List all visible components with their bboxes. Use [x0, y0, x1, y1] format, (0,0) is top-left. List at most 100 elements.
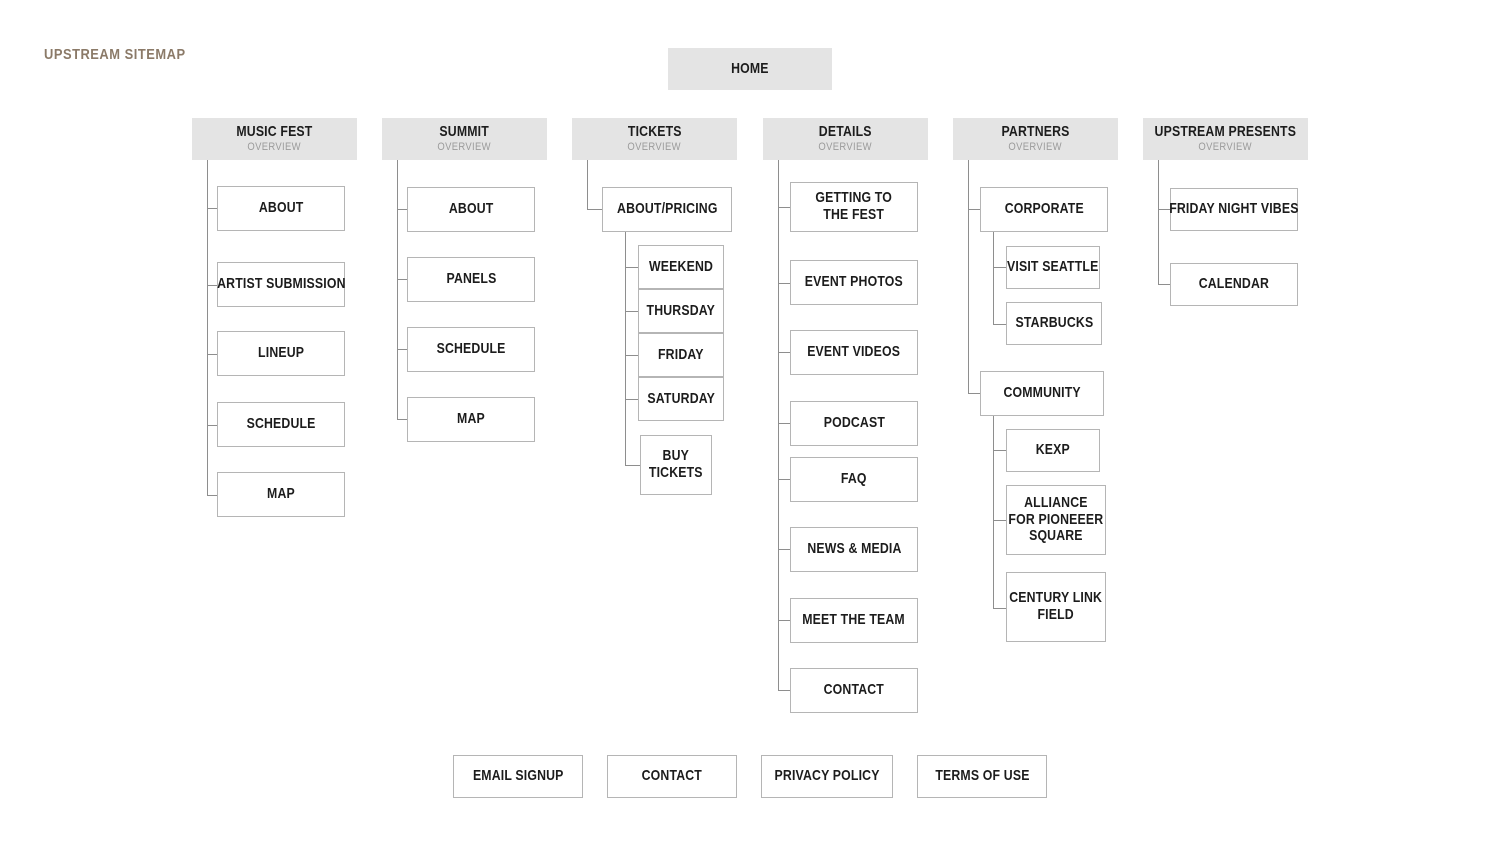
footer-item-privacy-policy[interactable]: PRIVACY POLICY [761, 755, 893, 798]
node-upstream-presents-friday-night-vibes[interactable]: FRIDAY NIGHT VIBES [1169, 188, 1299, 231]
connector-branch [778, 352, 790, 353]
section-header-summit[interactable]: SUMMIT OVERVIEW [382, 118, 547, 160]
node-label: FRIDAY [658, 345, 704, 363]
node-label: EVENT PHOTOS [804, 273, 904, 291]
section-subtitle-summit: OVERVIEW [437, 140, 492, 153]
node-partners-starbucks[interactable]: STARBUCKS [1006, 302, 1102, 345]
node-partners-corporate[interactable]: CORPORATE [980, 187, 1108, 232]
node-music-fest-map[interactable]: MAP [217, 472, 345, 517]
footer-item-contact[interactable]: CONTACT [607, 755, 737, 798]
node-label: STARBUCKS [1015, 314, 1093, 332]
connector-branch [397, 349, 408, 350]
node-summit-map[interactable]: MAP [407, 397, 535, 442]
footer-item-label: PRIVACY POLICY [774, 767, 880, 785]
footer-item-terms-of-use[interactable]: TERMS OF USE [917, 755, 1047, 798]
node-label: THURSDAY [646, 301, 716, 319]
node-details-podcast[interactable]: PODCAST [790, 401, 918, 446]
node-music-fest-artist-submission[interactable]: ARTIST SUBMISSION [217, 262, 345, 307]
connector-branch [778, 690, 790, 691]
node-tickets-thursday[interactable]: THURSDAY [638, 289, 724, 333]
connector-branch [207, 354, 218, 355]
connector-branch [207, 285, 218, 286]
node-label: ABOUT [258, 199, 304, 217]
section-subtitle-partners: OVERVIEW [1008, 140, 1063, 153]
connector-trunk-details [778, 160, 779, 690]
node-tickets-saturday[interactable]: SATURDAY [638, 377, 724, 421]
node-details-news-media[interactable]: NEWS & MEDIA [790, 527, 918, 572]
section-subtitle-tickets: OVERVIEW [627, 140, 682, 153]
connector-branch [1158, 209, 1170, 210]
section-header-partners[interactable]: PARTNERS OVERVIEW [953, 118, 1118, 160]
connector-branch [993, 267, 1006, 268]
node-tickets-about-pricing[interactable]: ABOUT/PRICING [602, 187, 732, 232]
connector-branch [625, 399, 638, 400]
node-details-event-photos[interactable]: EVENT PHOTOS [790, 260, 918, 305]
section-title-details: DETAILS [819, 123, 872, 141]
node-label: BUY TICKETS [649, 447, 703, 481]
node-label: CENTURY LINK FIELD [1009, 589, 1103, 623]
node-tickets-weekend[interactable]: WEEKEND [638, 245, 724, 289]
node-details-meet-the-team[interactable]: MEET THE TEAM [790, 598, 918, 643]
node-music-fest-about[interactable]: ABOUT [217, 186, 345, 231]
node-label: COMMUNITY [1003, 384, 1081, 402]
node-label: NEWS & MEDIA [806, 540, 902, 558]
footer-item-email-signup[interactable]: EMAIL SIGNUP [453, 755, 583, 798]
node-label: VISIT SEATTLE [1007, 258, 1099, 276]
connector-branch [993, 520, 1006, 521]
section-header-music-fest[interactable]: MUSIC FEST OVERVIEW [192, 118, 357, 160]
section-title-tickets: TICKETS [627, 123, 682, 141]
connector-trunk-summit [397, 160, 398, 419]
section-title-summit: SUMMIT [439, 123, 490, 141]
node-upstream-presents-calendar[interactable]: CALENDAR [1170, 263, 1298, 306]
connector-branch [993, 608, 1006, 609]
node-summit-schedule[interactable]: SCHEDULE [407, 327, 535, 372]
connector-branch [587, 209, 602, 210]
node-summit-panels[interactable]: PANELS [407, 257, 535, 302]
section-subtitle-details: OVERVIEW [818, 140, 873, 153]
connector-branch [968, 209, 980, 210]
node-details-getting-to-the-fest[interactable]: GETTING TO THE FEST [790, 182, 918, 232]
node-details-event-videos[interactable]: EVENT VIDEOS [790, 330, 918, 375]
node-label: FAQ [841, 470, 867, 488]
section-header-upstream-presents[interactable]: UPSTREAM PRESENTS OVERVIEW [1143, 118, 1308, 160]
node-partners-century-link-field[interactable]: CENTURY LINK FIELD [1006, 572, 1106, 642]
connector-branch [207, 208, 218, 209]
connector-branch [625, 267, 638, 268]
node-label: CONTACT [823, 681, 885, 699]
node-home[interactable]: HOME [668, 48, 832, 90]
connector-branch [207, 495, 218, 496]
node-tickets-buy-tickets[interactable]: BUY TICKETS [640, 435, 712, 495]
connector-branch [1158, 284, 1170, 285]
section-header-tickets[interactable]: TICKETS OVERVIEW [572, 118, 737, 160]
connector-branch [397, 419, 408, 420]
connector-branch [778, 207, 790, 208]
node-partners-community[interactable]: COMMUNITY [980, 371, 1104, 416]
node-label: ALLIANCE FOR PIONEEER SQUARE [1008, 493, 1104, 545]
connector-branch [778, 620, 790, 621]
connector-trunk-about-pricing [625, 232, 626, 465]
node-music-fest-schedule[interactable]: SCHEDULE [217, 402, 345, 447]
node-summit-about[interactable]: ABOUT [407, 187, 535, 232]
connector-branch [993, 450, 1006, 451]
connector-trunk-corporate [993, 232, 994, 324]
section-header-details[interactable]: DETAILS OVERVIEW [763, 118, 928, 160]
node-label: ABOUT [448, 200, 494, 218]
node-label: SCHEDULE [246, 415, 316, 433]
node-label: PANELS [446, 270, 496, 288]
node-music-fest-lineup[interactable]: LINEUP [217, 331, 345, 376]
node-tickets-friday[interactable]: FRIDAY [638, 333, 724, 377]
connector-branch [207, 425, 218, 426]
connector-branch [625, 311, 638, 312]
node-partners-kexp[interactable]: KEXP [1006, 429, 1100, 472]
node-label: FRIDAY NIGHT VIBES [1169, 200, 1299, 218]
connector-branch [993, 324, 1006, 325]
node-label: MAP [457, 410, 485, 428]
connector-trunk-music-fest [207, 160, 208, 495]
node-partners-visit-seattle[interactable]: VISIT SEATTLE [1006, 246, 1100, 289]
node-partners-alliance-for-pioneeer-square[interactable]: ALLIANCE FOR PIONEEER SQUARE [1006, 485, 1106, 555]
node-label: PODCAST [823, 414, 885, 432]
connector-branch [778, 283, 790, 284]
node-details-contact[interactable]: CONTACT [790, 668, 918, 713]
node-details-faq[interactable]: FAQ [790, 457, 918, 502]
